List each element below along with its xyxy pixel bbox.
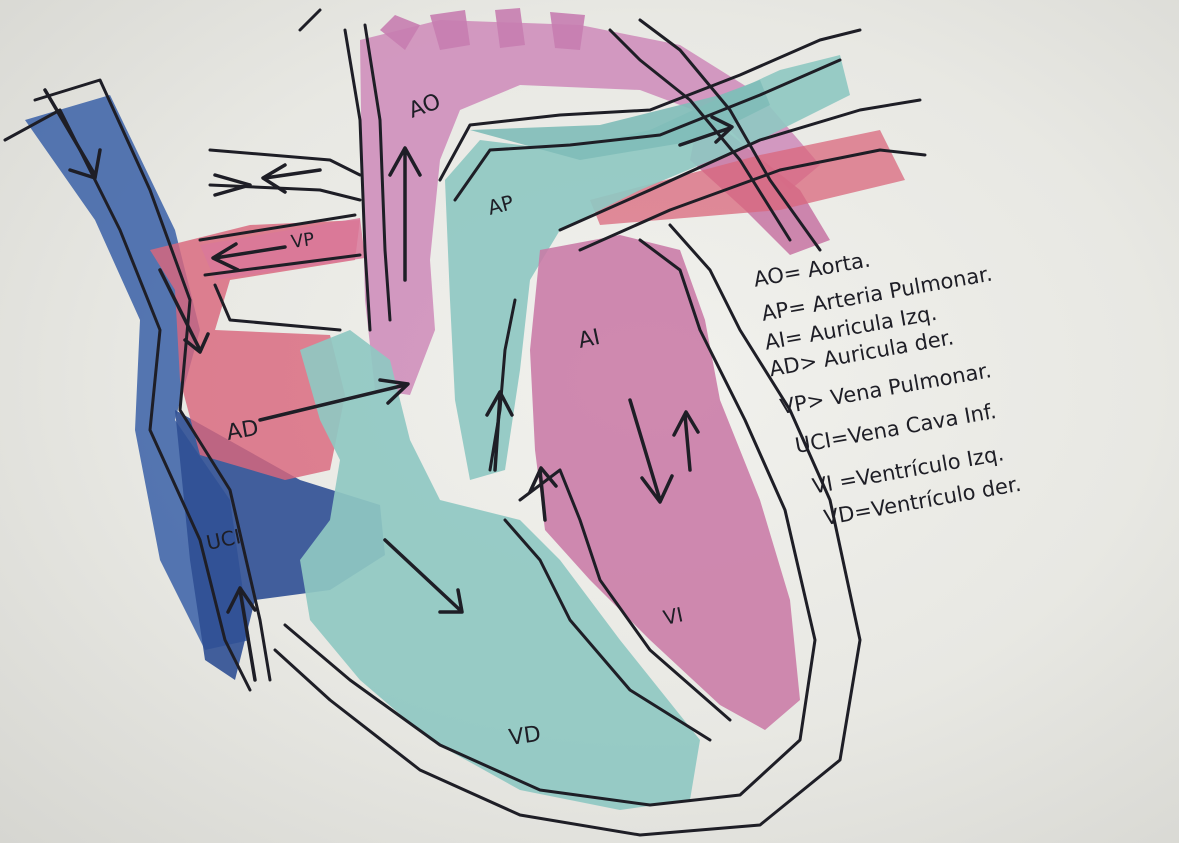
label-vd: VD [507,722,542,751]
label-vp: VP [290,229,316,253]
